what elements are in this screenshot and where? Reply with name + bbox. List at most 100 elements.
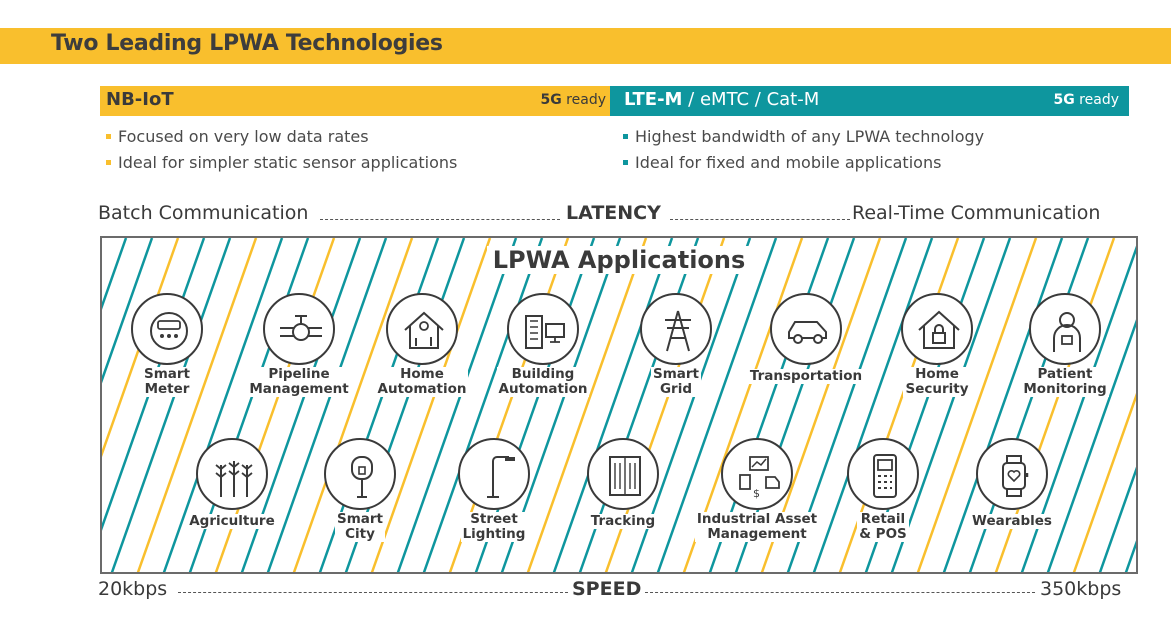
wheat-icon-circle	[196, 438, 268, 510]
application-item: Wearables	[937, 438, 1087, 529]
meter-icon	[150, 312, 188, 350]
speed-axis-label: SPEED	[572, 578, 642, 600]
speed-dash-left	[178, 592, 568, 593]
application-label: Industrial Asset Management	[694, 511, 820, 542]
stripe	[1098, 466, 1136, 572]
application-item: Tracking	[548, 438, 698, 529]
application-item: Transportation	[731, 293, 881, 384]
application-item: Agriculture	[157, 438, 307, 529]
page-title: Two Leading LPWA Technologies	[51, 31, 443, 56]
application-item: Smart Grid	[601, 293, 751, 397]
home-automation-icon-circle	[386, 293, 458, 365]
ltem-title: LTE-M / eMTC / Cat-M	[624, 89, 820, 110]
ltem-5g-ready: 5G ready	[1053, 92, 1120, 108]
nbiot-bullet-1: Focused on very low data rates	[106, 127, 369, 146]
stripe	[110, 238, 232, 572]
speed-dash-right	[645, 592, 1035, 593]
stripe	[526, 238, 648, 572]
application-label: Agriculture	[187, 513, 277, 529]
tracking-icon-circle	[587, 438, 659, 510]
stripe	[942, 238, 1064, 572]
application-item: Building Automation	[468, 293, 618, 397]
parking-meter-icon	[351, 456, 373, 498]
ltem-bar: LTE-M / eMTC / Cat-M 5G ready	[610, 86, 1129, 116]
stripe	[370, 238, 492, 572]
pipeline-icon-circle	[263, 293, 335, 365]
house-lock-icon-circle	[901, 293, 973, 365]
stripe	[1046, 319, 1136, 572]
pipeline-icon	[280, 315, 322, 341]
stripe	[916, 238, 1038, 572]
stripe	[812, 238, 934, 572]
nbiot-title: NB-IoT	[106, 89, 174, 110]
street-light-icon-circle	[458, 438, 530, 510]
wheat-icon	[215, 461, 253, 497]
application-label: Patient Monitoring	[1021, 366, 1109, 397]
application-item: $ Industrial Asset Management	[682, 438, 832, 542]
ltem-bullet-1: Highest bandwidth of any LPWA technology	[623, 127, 984, 146]
nbiot-bar: NB-IoT 5G ready	[100, 86, 610, 116]
stripe	[1072, 392, 1136, 572]
latency-dash-right	[670, 219, 850, 220]
power-tower-icon	[665, 310, 691, 352]
svg-text:$: $	[753, 487, 760, 499]
home-automation-icon	[404, 311, 444, 349]
nbiot-5g-ready: 5G ready	[540, 92, 607, 108]
stripe	[102, 238, 154, 384]
house-lock-icon	[918, 310, 960, 349]
stripe	[266, 238, 388, 572]
stripe	[292, 238, 414, 572]
stripe	[890, 238, 1012, 572]
stripe	[656, 238, 778, 572]
application-item: Street Lighting	[419, 438, 569, 542]
ltem-bullet-2: Ideal for fixed and mobile applications	[623, 153, 941, 172]
stripe	[552, 238, 674, 572]
latency-left-label: Batch Communication	[98, 202, 309, 224]
application-label: Pipeline Management	[247, 366, 351, 397]
power-tower-icon-circle	[640, 293, 712, 365]
application-item: Smart City	[285, 438, 435, 542]
application-label: Smart Grid	[650, 366, 701, 397]
street-light-icon	[487, 456, 515, 498]
application-label: Building Automation	[496, 366, 590, 397]
latency-axis-label: LATENCY	[566, 202, 661, 224]
header-bar: Two Leading LPWA Technologies	[0, 28, 1171, 64]
latency-dash-left	[320, 219, 560, 220]
latency-right-label: Real-Time Communication	[852, 202, 1101, 224]
parking-meter-icon-circle	[324, 438, 396, 510]
industrial-asset-icon-circle: $	[721, 438, 793, 510]
application-item: Patient Monitoring	[990, 293, 1136, 397]
stripe	[102, 238, 206, 531]
stripe	[1124, 540, 1136, 572]
application-label: Smart City	[334, 511, 385, 542]
tracking-icon	[609, 456, 641, 496]
smartwatch-icon	[1002, 455, 1029, 497]
meter-icon-circle	[131, 293, 203, 365]
application-item: Smart Meter	[102, 293, 242, 397]
application-label: Transportation	[747, 368, 865, 384]
application-item: Retail & POS	[808, 438, 958, 542]
stripe	[396, 238, 518, 572]
application-item: Pipeline Management	[224, 293, 374, 397]
smartwatch-icon-circle	[976, 438, 1048, 510]
application-item: Home Automation	[347, 293, 497, 397]
pos-terminal-icon	[873, 454, 897, 498]
stripe	[136, 238, 258, 572]
building-icon-circle	[507, 293, 579, 365]
applications-title: LPWA Applications	[102, 246, 1136, 274]
speed-left-label: 20kbps	[98, 578, 168, 600]
patient-icon	[1053, 312, 1081, 352]
application-label: Wearables	[970, 513, 1054, 529]
car-icon	[788, 321, 827, 344]
building-icon	[525, 315, 565, 349]
stripe	[102, 238, 128, 310]
pos-terminal-icon-circle	[847, 438, 919, 510]
car-icon-circle	[770, 293, 842, 365]
application-label: Street Lighting	[460, 511, 528, 542]
application-label: Retail & POS	[857, 511, 909, 542]
application-label: Home Security	[903, 366, 971, 397]
stripe	[162, 238, 284, 572]
stripe	[422, 238, 544, 572]
speed-right-label: 350kbps	[1040, 578, 1122, 600]
